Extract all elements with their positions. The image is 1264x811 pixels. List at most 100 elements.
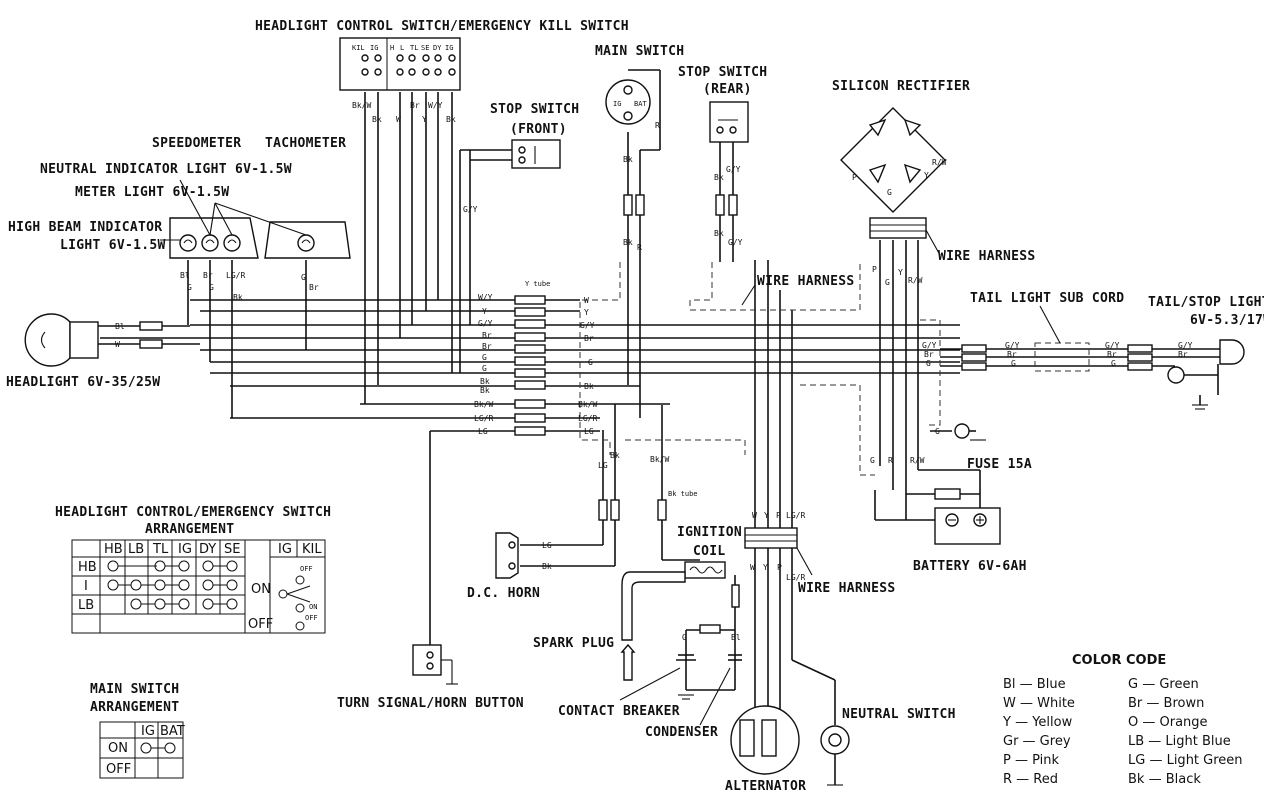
light-terminal-se: SE <box>421 44 429 52</box>
harness-wire-lg: LG <box>478 427 488 436</box>
headlight-wire-bl: Bl <box>115 322 125 331</box>
speedometer-label: SPEEDOMETER <box>152 136 241 151</box>
battery-wire-g: G <box>870 456 875 465</box>
wire-label-w: W <box>396 115 401 124</box>
kill-state-on: ON <box>251 582 271 597</box>
main-switch-arrangement-table: MAIN SWITCH ARRANGEMENT IG BAT ON OFF <box>90 682 185 779</box>
meter-light-label: METER LIGHT 6V-1.5W <box>75 185 229 200</box>
tail-wire-g-2: G <box>1011 359 1016 368</box>
lamp-wire-bl: Bl <box>180 271 190 280</box>
light-terminal-tl: TL <box>410 44 418 52</box>
color-code-left-5: P — Pink <box>1003 753 1060 768</box>
kill-state-off: OFF <box>248 617 273 632</box>
ignition-coil-icon <box>684 561 726 579</box>
color-code-left-4: Gr — Grey <box>1003 734 1071 749</box>
harness-right-lg: LG <box>584 427 594 436</box>
alt-wire-y: Y <box>764 511 769 520</box>
harness-right-bk: Bk <box>584 382 594 391</box>
tail-wire-gy-2: G/Y <box>1005 341 1020 350</box>
arrangement-subtitle: ARRANGEMENT <box>145 522 234 537</box>
col-tl: TL <box>152 542 169 557</box>
main-col-ig: IG <box>141 724 155 739</box>
col-ig: IG <box>178 542 192 557</box>
main-row-off: OFF <box>106 762 131 777</box>
meter-light-bulb <box>223 234 241 252</box>
lamp-wire-bk: Bk <box>233 293 243 302</box>
color-code-right-6: Bk — Black <box>1128 772 1201 787</box>
spark-plug-label: SPARK PLUG <box>533 636 614 651</box>
color-code-left-6: R — Red <box>1003 772 1058 787</box>
rectifier-wire-y-2: Y <box>898 268 903 277</box>
alt-wire-w-2: W <box>750 563 755 572</box>
col-dy: DY <box>199 542 216 557</box>
alt-wire-w: W <box>752 511 757 520</box>
harness-wire-lgr: LG/R <box>474 414 493 423</box>
lower-wire-bk: Bk <box>610 451 620 460</box>
harness-wire-bk: Bk <box>480 377 490 386</box>
harness-wire-y: Y <box>482 307 487 316</box>
harness-right-g: G <box>588 358 593 367</box>
color-code-right-3: O — Orange <box>1128 715 1208 730</box>
horn-wire-bk: Bk <box>542 562 552 571</box>
rear-stop-wire-gy-2: G/Y <box>728 238 743 247</box>
harness-right-gy: G/Y <box>580 321 595 330</box>
harness-wire-bkw: Bk/W <box>474 400 493 409</box>
light-terminal-ig: IG <box>445 44 453 52</box>
tail-stop-light-rating: 6V-5.3/17W <box>1190 313 1264 328</box>
lamp-wire-g: G <box>187 283 192 292</box>
front-stop-switch: STOP SWITCH (FRONT) G/Y <box>463 102 579 214</box>
rear-stop-wire-bk-2: Bk <box>714 229 724 238</box>
bk-tube-label: Bk tube <box>668 490 698 498</box>
rectifier-label: SILICON RECTIFIER <box>832 79 970 94</box>
harness-wire-br-2: Br <box>482 342 492 351</box>
main-switch: MAIN SWITCH IG BAT Bk R Bk R <box>595 44 684 252</box>
tail-wire-g-3: G <box>1111 359 1116 368</box>
alternator-section: W Y P LG/R WIRE HARNESS W Y P LG/R ALTER… <box>725 511 955 794</box>
headlight-control-switch: HEADLIGHT CONTROL SWITCH/EMERGENCY KILL … <box>255 19 629 124</box>
color-code-right-1: G — Green <box>1128 677 1199 692</box>
headlight-wire-w: W <box>115 340 120 349</box>
color-code-left-2: W — White <box>1003 696 1075 711</box>
tail-wire-gy: G/Y <box>922 341 937 350</box>
wire-label-bk: Bk <box>372 115 382 124</box>
silicon-rectifier: SILICON RECTIFIER P G Y R/W WIRE HARNESS… <box>832 79 1035 287</box>
lamp-wire-br: Br <box>203 271 213 280</box>
col-se: SE <box>224 542 240 557</box>
harness-wire-br: Br <box>482 331 492 340</box>
harness-right-bkw: Bk/W <box>578 400 597 409</box>
tachometer-label: TACHOMETER <box>265 136 346 151</box>
kill-pos-off-1: OFF <box>300 565 313 573</box>
kill-terminal-kil: KIL <box>352 44 365 52</box>
rectifier-wire-y: Y <box>924 171 929 180</box>
col-kill-ig: IG <box>278 542 292 557</box>
main-wire-r: R <box>655 121 660 130</box>
light-terminal-dy: DY <box>433 44 442 52</box>
rear-stop-switch-sub: (REAR) <box>703 82 752 97</box>
battery-section: FUSE 15A BATTERY 6V-6AH G R R/W <box>870 456 1032 574</box>
alt-wire-p: P <box>776 511 781 520</box>
high-beam-label: HIGH BEAM INDICATOR <box>8 220 162 235</box>
rectifier-wire-p-2: P <box>872 265 877 274</box>
lamp-wire-br-2: Br <box>309 283 319 292</box>
ignition-coil-label: IGNITION <box>677 525 742 540</box>
alt-wire-lgr: LG/R <box>786 511 805 520</box>
color-code-title: COLOR CODE <box>1072 653 1166 668</box>
row-lb: LB <box>78 598 94 613</box>
col-hb: HB <box>104 542 123 557</box>
kill-pos-on: ON <box>309 603 317 611</box>
ignition-coil-label-2: COIL <box>693 544 726 559</box>
row-i: I <box>84 579 88 594</box>
y-tube-label: Y tube <box>525 280 550 288</box>
horn-icon <box>495 532 519 579</box>
wire-harness-mid-label: WIRE HARNESS <box>757 274 855 289</box>
turn-signal-label: TURN SIGNAL/HORN BUTTON <box>337 696 524 711</box>
tail-lamp-gy: G/Y <box>1178 341 1193 350</box>
harness-outline <box>579 262 1090 476</box>
main-wire-bk: Bk <box>623 155 633 164</box>
tail-light-sub-cord-label: TAIL LIGHT SUB CORD <box>970 291 1124 306</box>
harness-wire-wy: W/Y <box>478 293 493 302</box>
wire-label-wy: W/Y <box>428 101 443 110</box>
harness-right-br: Br <box>584 334 594 343</box>
kill-terminal-ig: IG <box>370 44 378 52</box>
alternator-label: ALTERNATOR <box>725 779 806 794</box>
